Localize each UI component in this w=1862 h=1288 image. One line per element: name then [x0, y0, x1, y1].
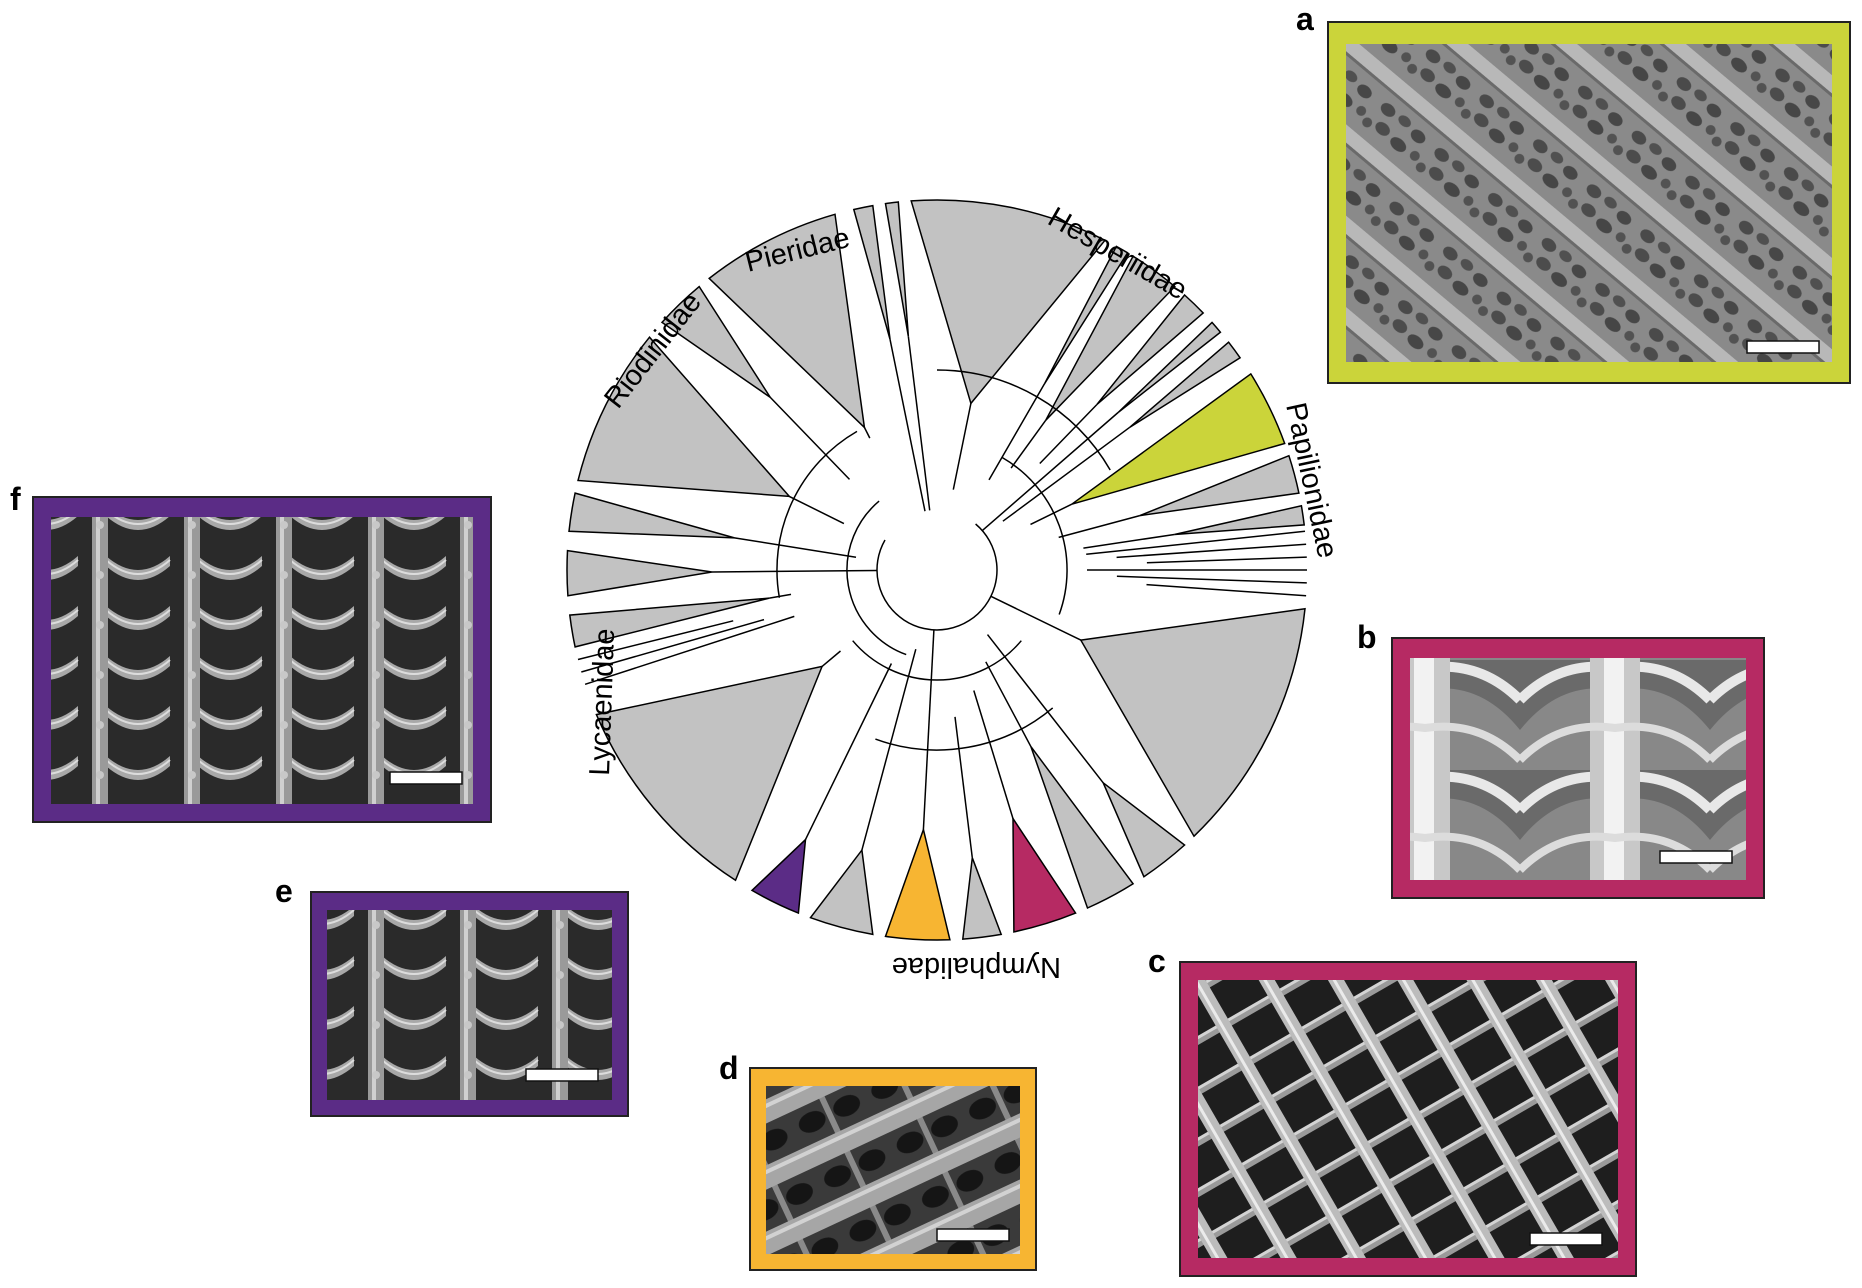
clade-wedge-14	[961, 857, 1003, 940]
clade-wedge-18	[595, 665, 824, 882]
clade-wedge-19	[568, 597, 770, 648]
clade-wedge-17	[750, 837, 807, 915]
branch-6	[1002, 426, 1131, 522]
branch-19	[769, 593, 792, 599]
panel-c-sem-image	[1198, 980, 1618, 1258]
branch-4	[1039, 404, 1098, 465]
panel-a: a	[1296, 1, 1851, 384]
panel-letter-a: a	[1296, 1, 1314, 37]
clade-wedge-21	[568, 492, 735, 539]
panel-letter-c: c	[1148, 943, 1166, 979]
clade-wedge-23	[660, 285, 771, 399]
panel-e-scale-bar	[525, 1068, 599, 1082]
branch-3	[1010, 419, 1047, 469]
internal-arc-2	[852, 640, 1022, 681]
panel-letter-e: e	[275, 873, 293, 909]
branch-23	[769, 396, 851, 480]
clade-label-nymphalidae: Nymphalidae	[892, 951, 1061, 983]
clade-wedge-16	[809, 848, 874, 936]
clade-wedge-13	[1012, 816, 1077, 933]
branch-7	[1030, 503, 1073, 526]
panel-f: f	[10, 481, 492, 823]
branch-21	[734, 537, 857, 558]
branch-0	[907, 336, 931, 511]
clade-wedge-3	[1045, 255, 1176, 421]
panel-c: c	[1148, 943, 1637, 1277]
internal-arc-3	[1001, 456, 1068, 615]
phylogenetic-tree	[566, 199, 1307, 941]
panel-a-scale-bar	[1746, 340, 1820, 354]
clade-wedge-22	[577, 336, 792, 498]
clade-wedge-11	[1101, 780, 1186, 878]
clade-wedge-10	[1079, 607, 1306, 838]
internal-arc-4	[776, 430, 858, 598]
terminal-branch-1	[1116, 543, 1307, 559]
branch-2	[988, 383, 1046, 481]
terminal-branch-7	[581, 618, 765, 673]
clade-wedge-4	[1096, 293, 1205, 406]
panel-letter-b: b	[1357, 619, 1377, 655]
branch-25	[889, 339, 926, 512]
clade-wedge-12	[1030, 746, 1135, 910]
branch-16	[861, 649, 917, 851]
clade-wedge-8	[1139, 454, 1300, 517]
branch-13	[973, 690, 1014, 819]
clade-wedge-9	[1174, 504, 1306, 536]
panel-c-scale-bar	[1529, 1232, 1603, 1246]
branch-22	[788, 495, 845, 525]
terminal-branch-8	[577, 620, 734, 661]
branch-12	[985, 661, 1032, 747]
internal-arc-6	[936, 369, 1111, 471]
branch-10	[990, 595, 1082, 641]
panel-f-scale-bar	[389, 771, 463, 785]
panel-a-sem-image	[1346, 44, 1832, 362]
panel-letter-d: d	[719, 1050, 739, 1086]
branch-1	[952, 403, 972, 490]
branch-9	[1083, 533, 1175, 549]
terminal-branch-5	[1146, 583, 1307, 597]
branch-11	[986, 634, 1104, 784]
branch-14	[954, 716, 974, 858]
branch-17	[804, 663, 893, 840]
clade-wedge-20	[566, 549, 713, 597]
clade-wedge-25	[852, 204, 891, 340]
panel-e: e	[275, 873, 629, 1117]
clade-wedge-0	[884, 201, 910, 337]
branch-8	[1058, 514, 1140, 539]
panel-b: b	[1357, 619, 1765, 899]
clade-wedge-5	[1117, 321, 1222, 414]
clade-wedge-6	[1129, 341, 1242, 428]
panel-b-sem-image	[1410, 658, 1746, 880]
terminal-branch-6	[584, 615, 795, 686]
clade-wedge-1	[910, 199, 1107, 405]
panel-b-scale-bar	[1659, 850, 1733, 864]
branch-5	[981, 411, 1119, 532]
branch-20	[711, 569, 878, 573]
internal-arc-1	[846, 500, 907, 656]
terminal-branch-0	[1086, 530, 1306, 556]
clade-label-lycaenidae: Lycaenidae	[584, 628, 621, 776]
panel-d: d	[719, 1050, 1037, 1271]
clade-wedge-2	[1043, 245, 1129, 385]
terminal-branch-4	[1116, 575, 1307, 584]
clade-wedge-15	[884, 826, 951, 941]
panel-d-sem-image	[766, 1086, 1020, 1254]
branch-24	[863, 427, 871, 439]
panel-letter-f: f	[10, 481, 21, 517]
panel-d-scale-bar	[936, 1228, 1010, 1242]
panel-f-sem-image	[51, 517, 473, 804]
branch-15	[922, 629, 935, 830]
terminal-branch-2	[1146, 556, 1307, 564]
clade-wedge-7	[1071, 372, 1286, 505]
internal-arc-0	[876, 523, 998, 631]
internal-arc-5	[875, 707, 1054, 751]
branch-18	[821, 650, 841, 667]
clade-wedge-24	[708, 213, 866, 430]
